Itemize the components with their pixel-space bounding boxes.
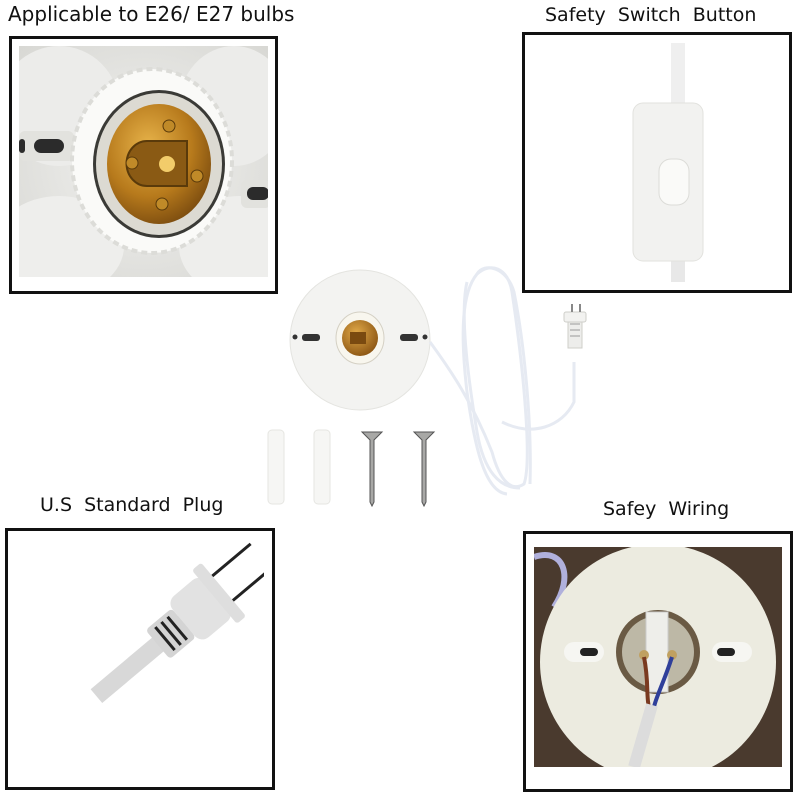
rocker-switch-icon xyxy=(533,43,781,282)
wiring-image xyxy=(534,547,782,767)
caption-us-plug: U.S Standard Plug xyxy=(40,494,224,516)
ceiling-lamp-holder xyxy=(289,269,431,411)
product-kit-image xyxy=(262,252,592,512)
caption-e26-e27: Applicable to E26/ E27 bulbs xyxy=(8,2,295,26)
plug-image xyxy=(16,539,264,779)
socket-wiring-icon xyxy=(534,547,782,767)
wall-anchors xyxy=(267,429,331,505)
plug xyxy=(563,304,587,349)
panel-us-plug xyxy=(5,528,275,790)
two-prong-plug-icon xyxy=(16,539,264,779)
switch-image xyxy=(533,43,781,282)
panel-socket-closeup xyxy=(9,36,278,294)
panel-safety-wiring xyxy=(523,531,793,792)
lamp-socket-icon xyxy=(19,46,268,277)
power-cord xyxy=(428,266,576,496)
panel-safety-switch xyxy=(522,32,792,293)
caption-safety-switch: Safety Switch Button xyxy=(545,4,757,26)
screws xyxy=(360,431,436,508)
socket-closeup-image xyxy=(19,46,268,277)
caption-safety-wiring: Safey Wiring xyxy=(603,498,730,520)
